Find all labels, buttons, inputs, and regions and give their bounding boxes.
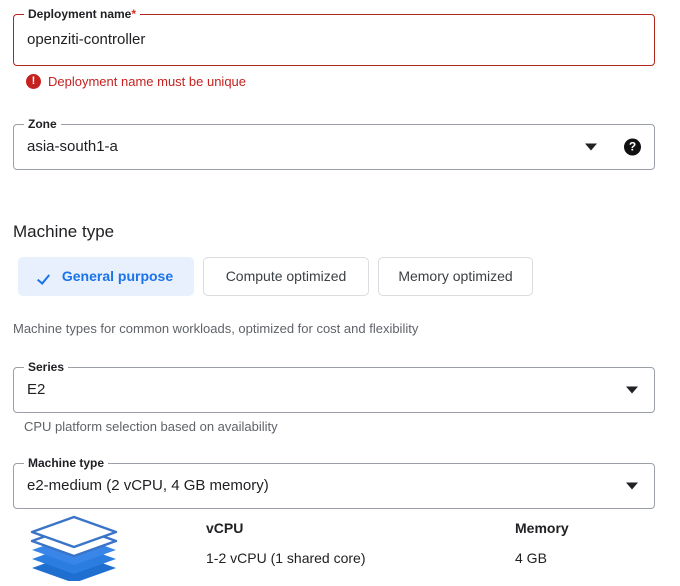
series-helper: CPU platform selection based on availabi… [24,419,278,434]
error-icon: ! [26,74,41,89]
spec-value-memory: 4 GB [515,550,547,566]
zone-field[interactable]: Zone asia-south1-a ? [13,117,655,170]
machine-type-field[interactable]: Machine type e2-medium (2 vCPU, 4 GB mem… [13,456,655,509]
help-icon[interactable]: ? [624,138,641,156]
series-value: E2 [27,381,46,398]
deployment-name-input[interactable]: openziti-controller [27,31,146,48]
tab-general-purpose-label: General purpose [61,268,174,284]
error-message: Deployment name must be unique [48,74,247,89]
tab-compute-optimized-label: Compute optimized [225,268,347,284]
series-label: Series [24,360,69,374]
series-field[interactable]: Series E2 [13,360,655,413]
spec-header-vcpu: vCPU [206,520,244,536]
machine-type-tabs-helper: Machine types for common workloads, opti… [13,321,419,336]
spec-header-memory: Memory [515,520,569,536]
check-icon [39,270,53,284]
deployment-name-error: ! Deployment name must be unique [26,74,246,89]
machine-type-label: Machine type [24,456,109,470]
chevron-down-icon[interactable] [626,386,638,394]
stacked-layers-icon [28,513,120,583]
machine-type-section-title: Machine type [13,222,115,241]
zone-value: asia-south1-a [27,138,118,155]
tab-compute-optimized[interactable]: Compute optimized [203,257,369,296]
required-asterisk: * [131,7,137,21]
tab-memory-optimized-label: Memory optimized [398,268,513,284]
deployment-name-label: Deployment name* [24,7,141,21]
machine-type-value: e2-medium (2 vCPU, 4 GB memory) [27,477,269,494]
machine-type-tabs: General purpose Compute optimized Memory… [18,257,533,296]
spec-column-memory: Memory 4 GB [515,520,569,567]
spec-column-vcpu: vCPU 1-2 vCPU (1 shared core) [206,520,366,567]
zone-label: Zone [24,117,61,131]
chevron-down-icon[interactable] [585,143,597,151]
chevron-down-icon[interactable] [626,482,638,490]
tab-memory-optimized[interactable]: Memory optimized [378,257,533,296]
tab-general-purpose[interactable]: General purpose [18,257,194,296]
deployment-name-field[interactable]: Deployment name* openziti-controller [13,7,655,66]
spec-value-vcpu: 1-2 vCPU (1 shared core) [206,550,366,566]
